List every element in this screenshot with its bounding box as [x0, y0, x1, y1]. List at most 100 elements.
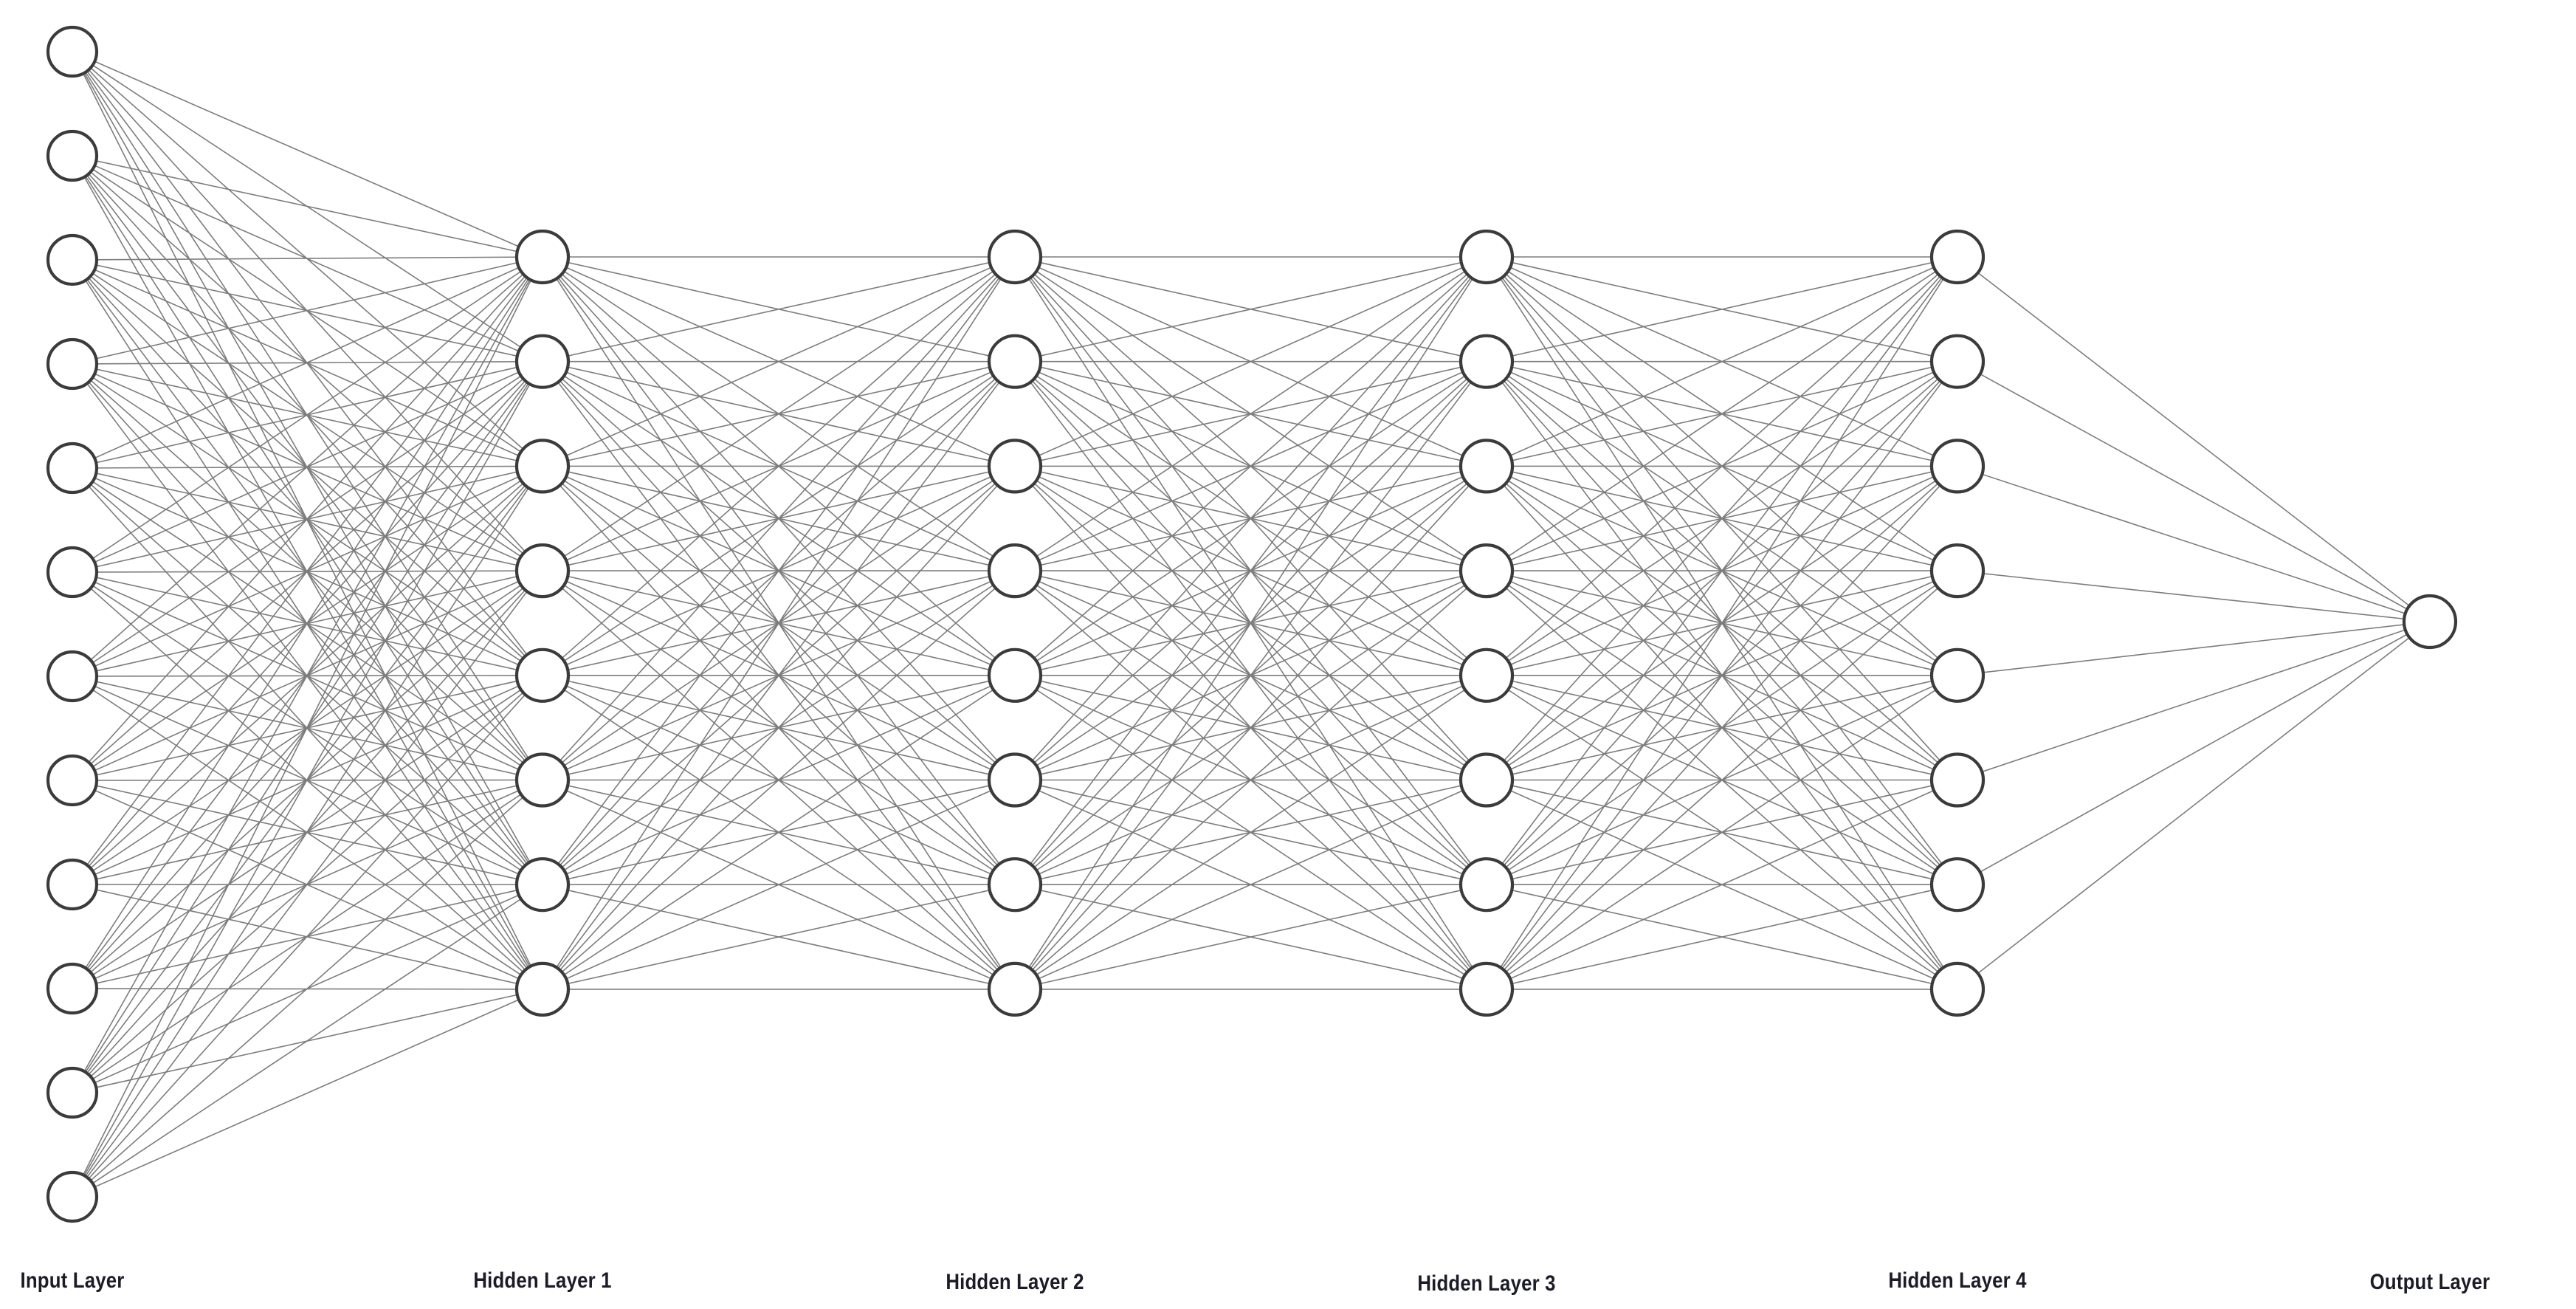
connection-edge: [1014, 675, 1487, 990]
layer-label-input-layer: Input Layer: [12, 1268, 133, 1293]
neuron-node[interactable]: [987, 334, 1043, 389]
nodes-hidden-layer-4: [1929, 229, 1986, 1017]
edge-bundle-hidden-layer-3-to-hidden-layer-4: [1486, 256, 1958, 990]
neuron-node[interactable]: [1459, 857, 1515, 913]
nodes-hidden-layer-2: [987, 229, 1043, 1017]
neuron-node[interactable]: [514, 752, 571, 808]
neuron-node[interactable]: [1929, 961, 1986, 1017]
layer-label-hidden-layer-1: Hidden Layer 1: [462, 1268, 623, 1293]
neuron-node[interactable]: [1459, 961, 1515, 1017]
neuron-node[interactable]: [1459, 543, 1515, 599]
neuron-node[interactable]: [1929, 543, 1986, 599]
connection-edge: [1486, 256, 1958, 676]
neuron-node[interactable]: [1459, 647, 1515, 703]
connection-edge: [1014, 256, 1487, 363]
connection-edge: [1014, 465, 1487, 990]
neuron-node[interactable]: [514, 543, 571, 599]
neuron-node[interactable]: [1459, 229, 1515, 285]
connection-edge: [72, 675, 543, 1198]
nodes-input-layer: [46, 25, 99, 1223]
nodes-group: [46, 25, 2458, 1223]
connection-edge: [542, 256, 1016, 990]
neuron-node[interactable]: [514, 439, 571, 494]
connection-edge: [542, 256, 1016, 885]
edge-bundle-input-layer-to-hidden-layer-1: [72, 51, 543, 1198]
connection-edge: [1014, 256, 1487, 571]
neuron-node[interactable]: [1929, 647, 1986, 703]
connection-edge: [72, 256, 543, 1198]
neuron-node[interactable]: [1459, 439, 1515, 494]
layer-label-output-layer: Output Layer: [2360, 1270, 2499, 1295]
neuron-node[interactable]: [46, 650, 99, 703]
neuron-node[interactable]: [514, 229, 571, 285]
neuron-node[interactable]: [514, 961, 571, 1017]
edges-group: [72, 51, 2431, 1198]
edge-bundle-hidden-layer-4-to-output-layer: [1957, 256, 2431, 990]
neuron-node[interactable]: [1459, 334, 1515, 389]
neuron-node[interactable]: [46, 129, 99, 182]
neuron-node[interactable]: [987, 857, 1043, 913]
neuron-node[interactable]: [1459, 752, 1515, 808]
connection-edge: [1014, 256, 1487, 467]
neuron-node[interactable]: [46, 442, 99, 495]
neuron-node[interactable]: [514, 334, 571, 389]
neuron-node[interactable]: [514, 647, 571, 703]
connection-edge: [1014, 256, 1487, 990]
neuron-node[interactable]: [987, 961, 1043, 1017]
neuron-node[interactable]: [987, 752, 1043, 808]
connection-edge: [72, 884, 543, 1198]
connection-edge: [1486, 884, 1958, 990]
neuron-node[interactable]: [46, 1170, 99, 1223]
neuron-node[interactable]: [46, 546, 99, 599]
neuron-node[interactable]: [46, 1066, 99, 1119]
neuron-node[interactable]: [987, 543, 1043, 599]
connection-edge: [72, 256, 543, 677]
connection-edge: [72, 155, 543, 258]
edge-bundle-hidden-layer-1-to-hidden-layer-2: [542, 256, 1016, 990]
connection-edge: [1486, 256, 1958, 467]
connection-edge: [72, 256, 543, 573]
connection-edge: [542, 256, 1016, 676]
neuron-node[interactable]: [1929, 229, 1986, 285]
neuron-node[interactable]: [46, 25, 99, 78]
connection-edge: [1486, 570, 1958, 990]
connection-edge: [1014, 256, 1487, 885]
neuron-node[interactable]: [987, 439, 1043, 494]
neuron-node[interactable]: [987, 647, 1043, 703]
connection-edge: [1486, 256, 1958, 781]
neuron-node[interactable]: [514, 857, 571, 913]
nodes-hidden-layer-1: [514, 229, 571, 1017]
connection-edge: [72, 256, 543, 989]
connection-edge: [72, 256, 543, 261]
neuron-node[interactable]: [46, 754, 99, 807]
neuron-node[interactable]: [46, 337, 99, 391]
connection-edge: [1957, 256, 2431, 622]
neuron-node[interactable]: [46, 858, 99, 911]
connection-edge: [1014, 884, 1487, 990]
layer-label-text: Input Layer: [20, 1268, 125, 1293]
connection-edge: [72, 570, 543, 1198]
neuron-node[interactable]: [46, 233, 99, 286]
connection-edge: [1014, 361, 1487, 990]
connection-edge: [72, 989, 543, 1198]
connection-edge: [1957, 570, 2431, 622]
neuron-node[interactable]: [1929, 439, 1986, 494]
connection-edge: [1486, 256, 1958, 990]
layer-label-text: Hidden Layer 3: [1417, 1271, 1556, 1296]
connection-edge: [542, 675, 1016, 990]
connection-edge: [1486, 256, 1958, 885]
neuron-node[interactable]: [46, 962, 99, 1015]
connection-edge: [1957, 621, 2431, 885]
neuron-node[interactable]: [1929, 857, 1986, 913]
connection-edge: [542, 779, 1016, 990]
connection-edge: [72, 256, 543, 781]
neuron-node[interactable]: [1929, 752, 1986, 808]
connection-edge: [542, 361, 1016, 990]
connection-edge: [72, 256, 543, 469]
neuron-node[interactable]: [987, 229, 1043, 285]
neuron-node[interactable]: [2402, 594, 2458, 650]
neuron-node[interactable]: [1929, 334, 1986, 389]
connection-edge: [1957, 621, 2431, 990]
